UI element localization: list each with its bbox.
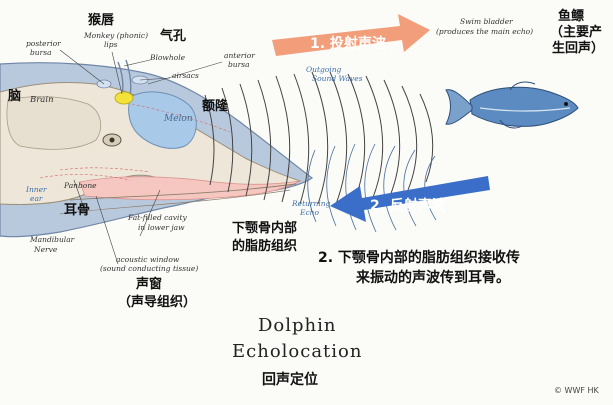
brain-case: [6, 96, 102, 150]
label-fat-cn-1: 下颚骨内部: [232, 221, 298, 236]
returning-echo-waves: [307, 143, 437, 233]
outgoing-arrow-icon: [272, 14, 430, 56]
title-line-1: Dolphin: [258, 315, 337, 336]
fat-cavity-shape: [79, 176, 301, 201]
label-inner-ear-2: ear: [30, 194, 43, 203]
label-returning-2: Echo: [300, 208, 320, 217]
caption-line-2: 来振动的声波传到耳骨。: [356, 270, 510, 286]
label-blowhole-cn: 气孔: [160, 29, 187, 44]
label-fish-cn-3: 生回声）: [552, 41, 605, 56]
title-line-2: Echolocation: [232, 341, 363, 362]
label-acoustic-cn-1: 声窗: [136, 277, 163, 292]
label-inner-ear-1: Inner: [26, 185, 47, 194]
label-acoustic-en-2: (sound conducting tissue): [100, 264, 199, 273]
label-fat-cavity-2: in lower jaw: [138, 223, 185, 232]
label-panbone: Panbone: [64, 181, 97, 190]
label-returning-1: Returning: [292, 199, 331, 208]
label-airsacs: airsacs: [172, 71, 199, 80]
label-melon-cn: 额隆: [202, 99, 229, 114]
monkey-lips-shape: [114, 91, 134, 105]
subtitle-cn: 回声定位: [262, 372, 318, 388]
outgoing-sound-waves: [204, 71, 434, 205]
label-fat-cn-2: 的脂肪组织: [232, 239, 298, 254]
returning-arrow-icon: [330, 176, 490, 222]
label-ear-bone-cn: 耳骨: [64, 203, 91, 218]
label-fat-cavity-1: Fat-filled cavity: [128, 213, 187, 222]
label-outgoing-1: Outgoing: [306, 65, 342, 74]
label-fish-cn-2: （主要产: [550, 25, 603, 40]
label-anterior-bursa-2: bursa: [228, 60, 250, 69]
label-swim-bladder-2: (produces the main echo): [436, 27, 534, 36]
label-fish-cn-1: 鱼鳔: [558, 9, 585, 24]
label-melon-en: Melon: [164, 114, 193, 124]
melon-shape: [128, 91, 197, 149]
fish-icon: [445, 81, 579, 129]
label-posterior-bursa-1: posterior: [26, 39, 61, 48]
label-monkey-lips-en-2: lips: [104, 40, 118, 49]
label-acoustic-en-1: acoustic window: [116, 255, 180, 264]
credit-text: © WWF HK: [554, 386, 599, 395]
label-blowhole-en: Blowhole: [150, 53, 186, 62]
label-mandibular-2: Nerve: [34, 245, 58, 254]
returning-arrow-label: 2. 反射声波: [370, 198, 446, 214]
label-acoustic-cn-2: （声导组织）: [118, 295, 197, 310]
label-swim-bladder-1: Swim bladder: [460, 17, 513, 26]
outgoing-arrow-label: 1. 投射声波: [310, 36, 386, 52]
label-brain-cn: 脑: [8, 89, 22, 104]
label-posterior-bursa-2: bursa: [30, 48, 52, 57]
label-mandibular-1: Mandibular: [30, 235, 75, 244]
label-brain-en: Brain: [30, 95, 54, 105]
label-monkey-lips-cn: 猴唇: [88, 13, 115, 28]
label-outgoing-2: Sound Waves: [312, 74, 363, 83]
label-monkey-lips-en-1: Monkey (phonic): [84, 31, 149, 40]
label-anterior-bursa-1: anterior: [224, 51, 255, 60]
caption-line-1: 2. 下颚骨内部的脂肪组织接收传: [318, 250, 520, 266]
